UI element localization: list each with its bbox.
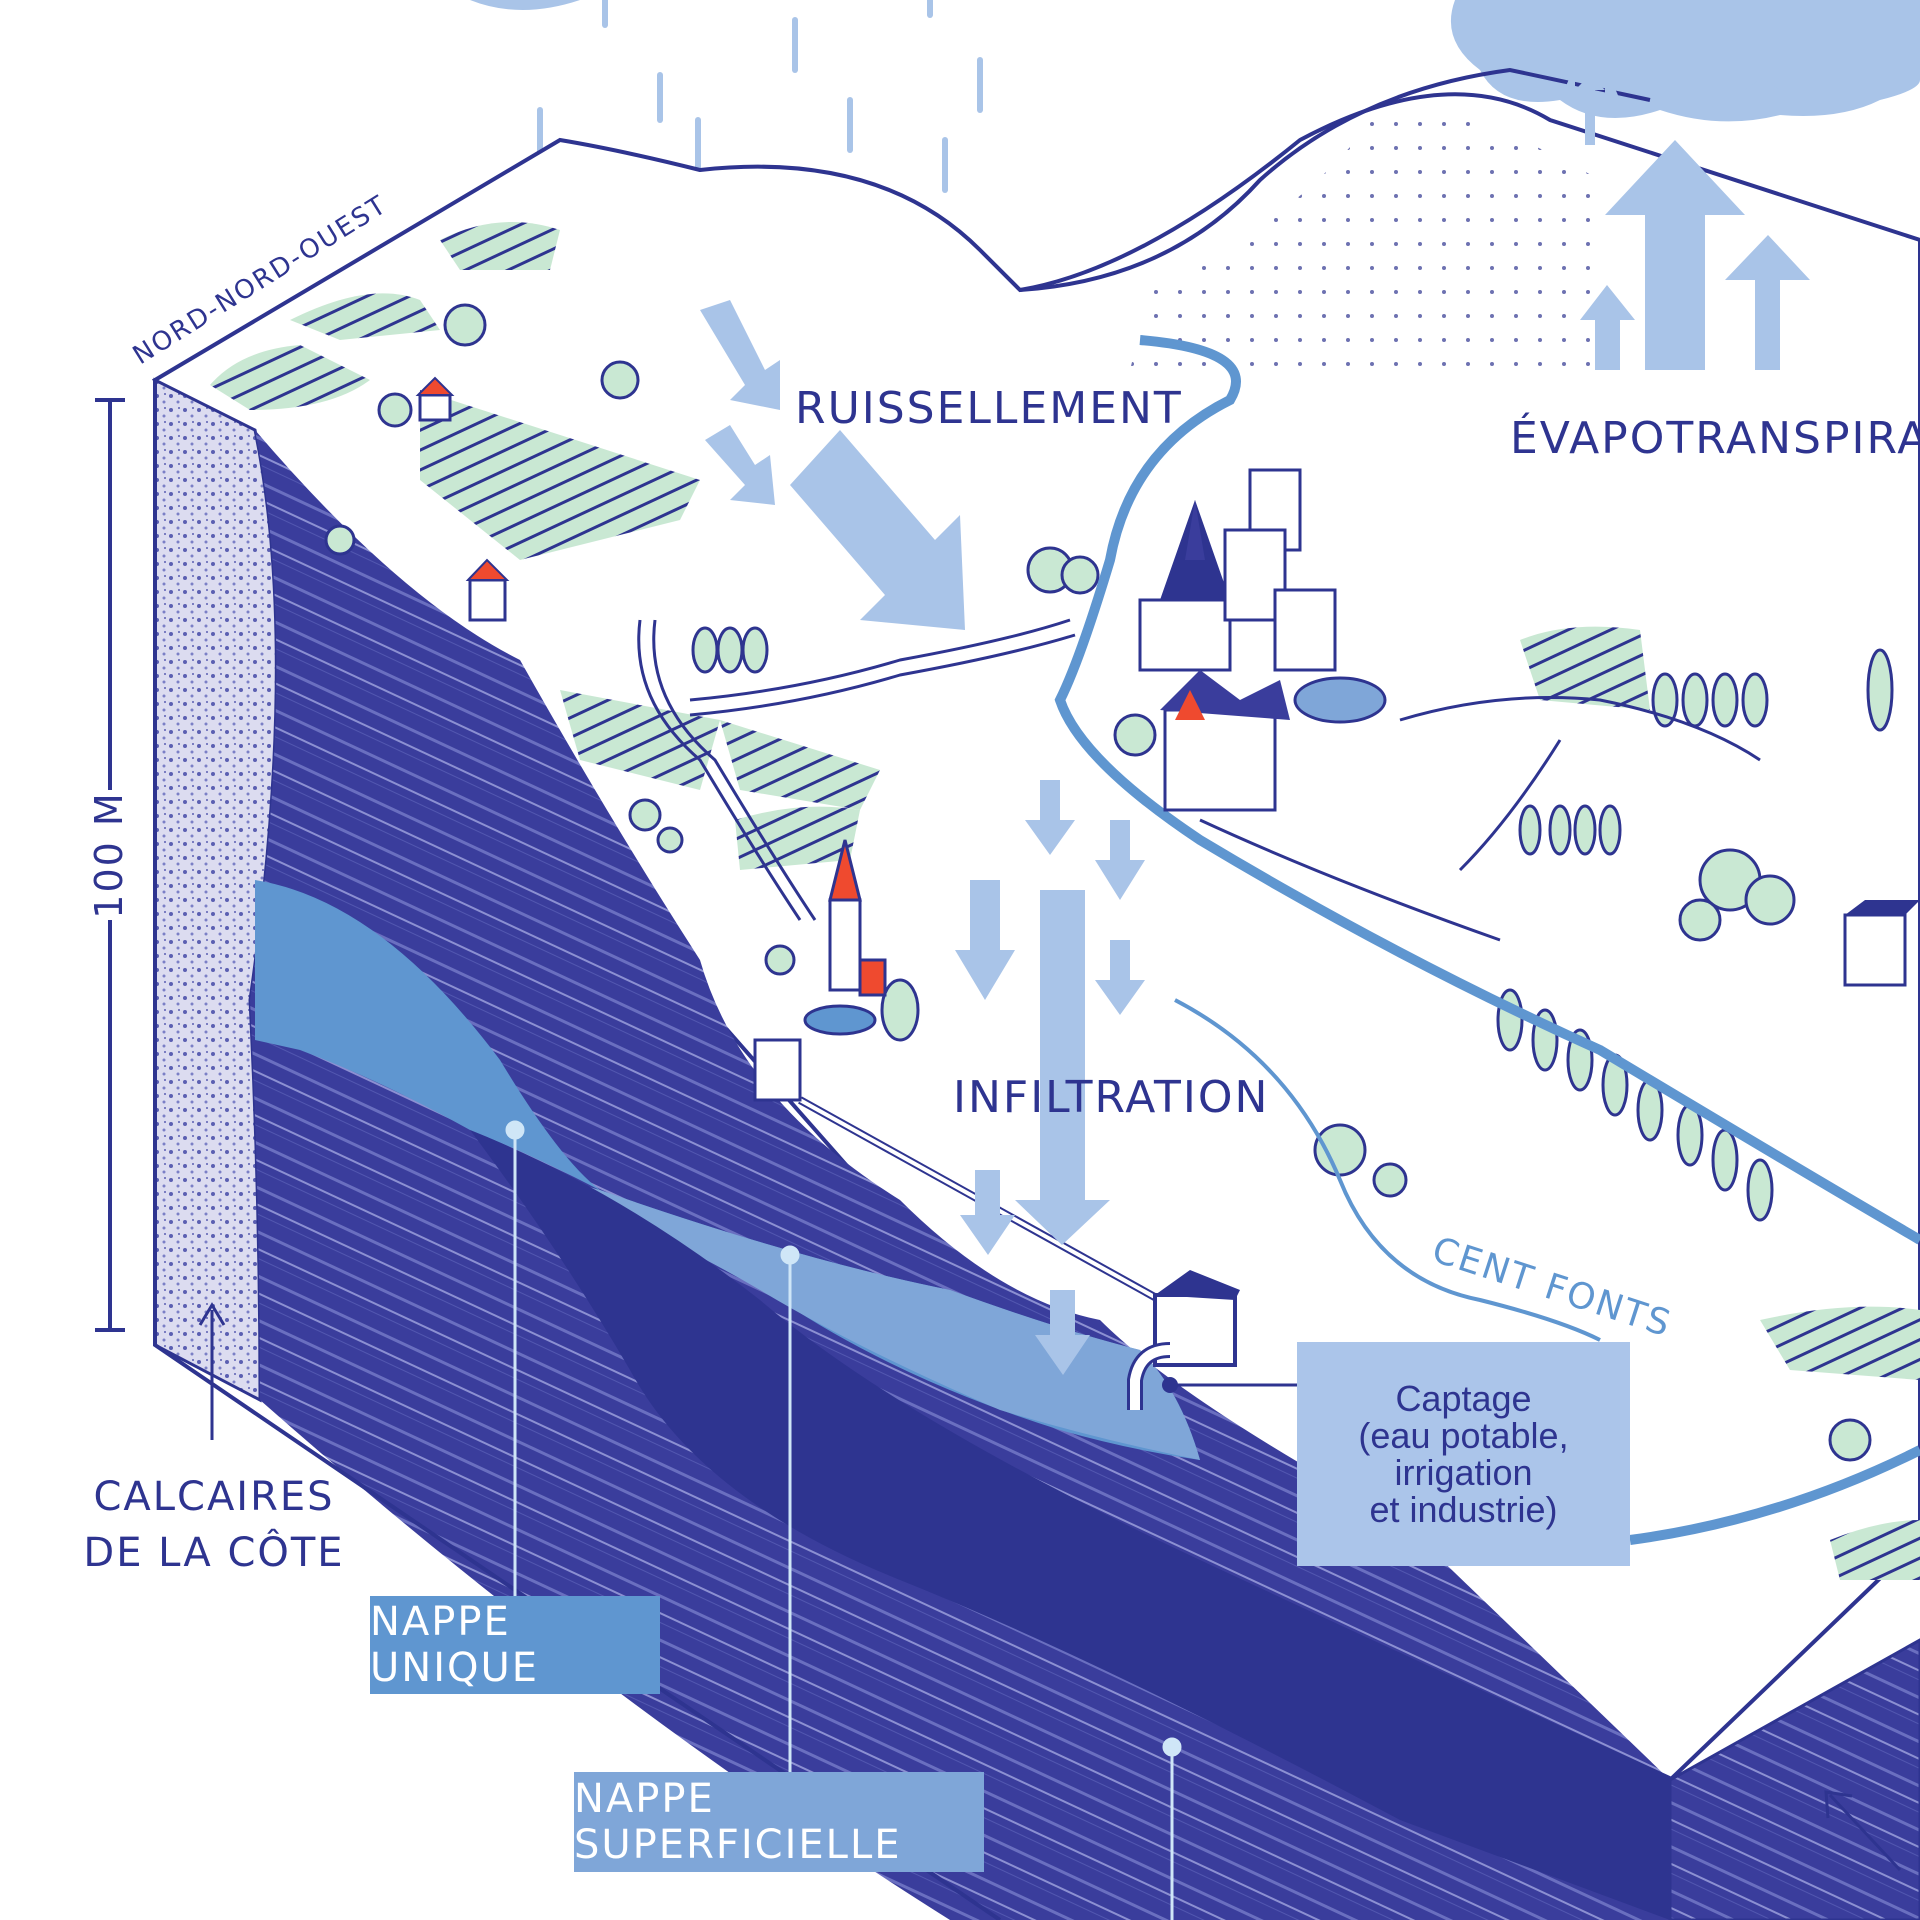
evapotranspiration-label: ÉVAPOTRANSPIRATION (1510, 411, 1920, 464)
aquifer-single-label: NAPPE UNIQUE (370, 1596, 660, 1694)
capture-label-line-1: Captage (1395, 1378, 1532, 1419)
runoff-label: RUISSELLEMENT (795, 383, 1183, 434)
cloud-icon (470, 0, 1920, 122)
hill-ridge (1019, 67, 1651, 292)
river-south (1629, 1445, 1920, 1545)
capture-label: Captage (eau potable, irrigation et indu… (1297, 1342, 1630, 1566)
limestone-label-1: CALCAIRES (93, 1474, 334, 1520)
tree-icon (324, 303, 1894, 1462)
captage-leader (1162, 1377, 1297, 1393)
capture-label-line-2: (eau potable, (1358, 1415, 1569, 1456)
hill-dotted (1130, 108, 1600, 370)
infiltration-arrows (955, 780, 1145, 1375)
runoff-arrows (700, 300, 965, 630)
vineyard-icon (210, 222, 1920, 1580)
deep-aquifer (470, 1130, 1900, 1920)
stream-cent-fonts (1174, 998, 1601, 1342)
river (1054, 335, 1920, 1245)
church-icon (1138, 468, 1387, 812)
capture-label-line-4: et industrie) (1369, 1489, 1558, 1530)
limestone-pointer (198, 1302, 226, 1440)
scale-bar (95, 398, 125, 1332)
right-section (1668, 1638, 1920, 1920)
infiltration-label: INFILTRATION (953, 1072, 1269, 1123)
section-edge (153, 380, 1002, 1920)
evapotranspiration-arrows (1560, 30, 1810, 370)
house-icon (415, 376, 1920, 987)
aquifer-surface (470, 1130, 1200, 1460)
right-pointer (1824, 1790, 1902, 1872)
capture-label-line-3: irrigation (1394, 1452, 1533, 1493)
tower-icon (753, 839, 887, 1102)
scale-label: 100 M (87, 791, 131, 918)
aquifer-surface-label: NAPPE SUPERFICIELLE (574, 1772, 984, 1872)
limestone-label-2: DE LA CÔTE (83, 1528, 344, 1576)
leader-lines (505, 1120, 1182, 1920)
